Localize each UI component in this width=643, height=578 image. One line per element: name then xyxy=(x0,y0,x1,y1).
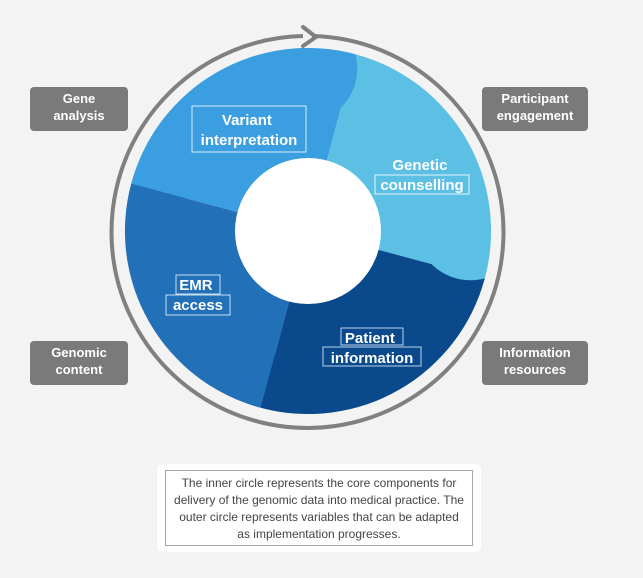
genomic-content-line-1: Genomic xyxy=(51,345,107,360)
outer-box-genomic-content: Genomic content xyxy=(30,341,128,385)
genetic-label-frame xyxy=(374,174,470,195)
caption-text: The inner circle represents the core com… xyxy=(165,470,473,546)
segment-label-variant-interpretation: Variant interpretation xyxy=(201,112,298,149)
gene-analysis-line-2: analysis xyxy=(53,108,105,123)
patient-label-frame xyxy=(340,327,404,346)
variant-label-frame xyxy=(191,105,307,153)
outer-box-participant-engagement: Participant engagement xyxy=(482,87,588,131)
participant-engagement-line-2: engagement xyxy=(496,108,574,123)
emr-label-frame xyxy=(175,274,221,295)
participant-engagement-line-1: Participant xyxy=(501,91,569,106)
outer-box-information-resources: Information resources xyxy=(482,341,588,385)
information-resources-line-2: resources xyxy=(503,362,567,377)
gene-analysis-line-1: Gene xyxy=(62,91,96,106)
segment-genetic-counselling-inner xyxy=(326,105,439,265)
center-hole xyxy=(235,158,381,304)
segment-emr-access-inner xyxy=(177,197,290,357)
outer-box-gene-analysis: Gene analysis xyxy=(30,87,128,131)
segment-label-patient-information: Patient information xyxy=(331,330,414,367)
segment-patient-information-inner xyxy=(274,249,434,362)
segment-variant-interpretation xyxy=(131,47,358,198)
segment-variant-interpretation-inner xyxy=(182,100,342,213)
cycle-arrow-head-icon xyxy=(301,25,318,48)
segment-label-emr-access: EMR access xyxy=(173,277,223,314)
patient-label-frame-2 xyxy=(322,346,422,367)
segment-label-genetic-counselling: Genetic counselling xyxy=(380,157,463,194)
inner-circle-segments xyxy=(124,47,492,415)
outer-cycle-ring xyxy=(109,34,506,430)
caption-card: The inner circle represents the core com… xyxy=(157,464,481,552)
segment-patient-information xyxy=(258,264,485,415)
genomic-content-line-2: content xyxy=(55,362,103,377)
emr-label-frame-2 xyxy=(165,294,231,316)
segment-genetic-counselling xyxy=(341,54,492,281)
information-resources-line-1: Information xyxy=(499,345,571,360)
segment-emr-access xyxy=(124,181,275,408)
